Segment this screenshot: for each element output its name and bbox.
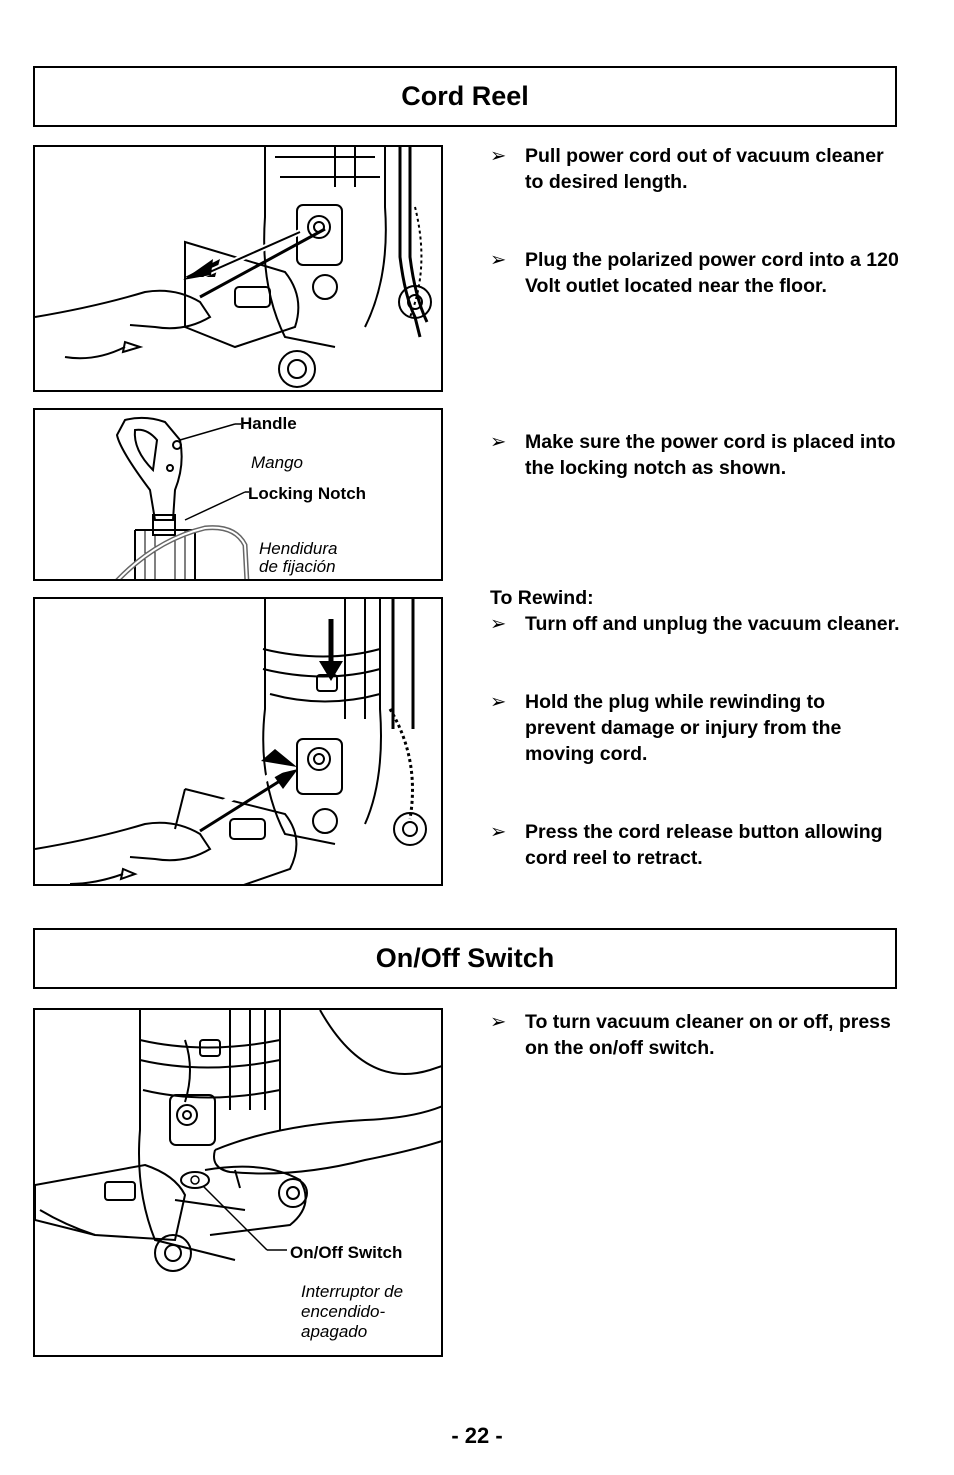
figure-pull-cord — [33, 145, 443, 392]
on-off-switch-label: On/Off Switch — [290, 1243, 403, 1262]
figure-on-off-switch: On/Off Switch Interruptor de encendido- … — [33, 1008, 443, 1357]
bullet-arrow-icon: ➢ — [490, 431, 507, 453]
handle-label: Handle — [240, 414, 297, 433]
cord-reel-header: Cord Reel — [33, 66, 897, 127]
bullet-arrow-icon: ➢ — [490, 1011, 507, 1033]
bullet-plug-cord: ➢ Plug the polarized power cord into a 1… — [490, 247, 900, 299]
bullet-arrow-icon: ➢ — [490, 691, 507, 713]
bullet-release-button: ➢ Press the cord release button allowing… — [490, 819, 900, 871]
vacuum-switch-illustration — [35, 1010, 441, 1272]
bullet-text: Pull power cord out of vacuum cleaner to… — [525, 145, 884, 193]
cord-reel-title: Cord Reel — [401, 81, 529, 111]
bullet-locking-notch: ➢ Make sure the power cord is placed int… — [490, 429, 900, 481]
figure-handle-notch: Handle Mango Locking Notch Hendidura de … — [33, 408, 443, 581]
page-number: - 22 - — [451, 1423, 503, 1448]
vacuum-rewind-illustration — [35, 599, 427, 884]
on-off-switch-label-spanish-2: encendido- — [301, 1302, 386, 1321]
bullet-arrow-icon: ➢ — [490, 145, 507, 167]
locking-notch-label-spanish-2: de fijación — [259, 557, 336, 576]
rewind-heading: To Rewind: — [490, 587, 594, 609]
bullet-text: Hold the plug while rewinding to prevent… — [525, 691, 842, 765]
bullet-turn-off: ➢ Turn off and unplug the vacuum cleaner… — [490, 611, 900, 637]
on-off-switch-title: On/Off Switch — [375, 943, 555, 973]
on-off-switch-label-spanish-1: Interruptor de — [301, 1282, 404, 1301]
bullet-arrow-icon: ➢ — [490, 613, 507, 635]
bullet-turn-on-off: ➢ To turn vacuum cleaner on or off, pres… — [490, 1009, 900, 1061]
locking-notch-label: Locking Notch — [248, 484, 367, 503]
handle-notch-illustration — [115, 416, 250, 579]
bullet-text: Turn off and unplug the vacuum cleaner. — [525, 613, 900, 635]
vacuum-pull-cord-illustration — [35, 147, 432, 388]
figure-rewind-cord — [33, 597, 443, 886]
bullet-arrow-icon: ➢ — [490, 821, 507, 843]
locking-notch-label-spanish-1: Hendidura — [259, 539, 338, 558]
on-off-switch-header: On/Off Switch — [33, 928, 897, 989]
bullet-hold-plug: ➢ Hold the plug while rewinding to preve… — [490, 689, 900, 767]
bullet-text: Plug the polarized power cord into a 120… — [525, 249, 899, 297]
on-off-switch-label-spanish-3: apagado — [301, 1322, 368, 1341]
bullet-text: Make sure the power cord is placed into … — [525, 431, 896, 479]
bullet-arrow-icon: ➢ — [490, 249, 507, 271]
handle-label-spanish: Mango — [251, 453, 303, 472]
bullet-text: Press the cord release button allowing c… — [525, 821, 883, 869]
bullet-text: To turn vacuum cleaner on or off, press … — [525, 1011, 891, 1059]
bullet-pull-cord: ➢ Pull power cord out of vacuum cleaner … — [490, 143, 900, 195]
